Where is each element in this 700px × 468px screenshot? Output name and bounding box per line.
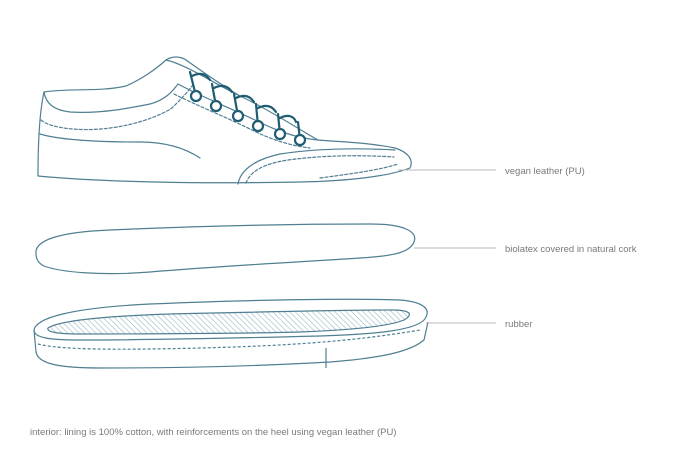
label-insole-material: biolatex covered in natural cork [505,244,637,255]
heel-counter [39,133,201,159]
outsole-footbed [47,309,410,335]
leader-lines [398,169,496,324]
eyelet [209,99,223,113]
insole-outline [35,223,416,275]
laces [188,70,302,142]
toe-cap [237,148,396,185]
insole [35,223,416,275]
eyelets [189,89,307,147]
eyelet [273,127,287,141]
eyelet [189,89,203,103]
label-upper-material: vegan leather (PU) [505,166,585,177]
collar-stitch [40,85,193,131]
eyelet [293,133,307,147]
toe-cap-stitch [245,155,395,184]
outsole [33,298,429,369]
outsole-stitch [37,329,421,350]
upper-outline [37,59,412,184]
eyelet [231,109,245,123]
toe-stitch [319,163,399,179]
eyestay-stitch [173,93,311,149]
interior-footnote: interior: lining is 100% cotton, with re… [30,427,397,438]
label-sole-material: rubber [505,319,533,330]
outsole-sidewall [33,321,429,369]
shoe-upper [37,56,412,185]
outsole-rim [33,298,428,341]
eyelet [251,119,265,133]
collar-line [43,83,179,113]
